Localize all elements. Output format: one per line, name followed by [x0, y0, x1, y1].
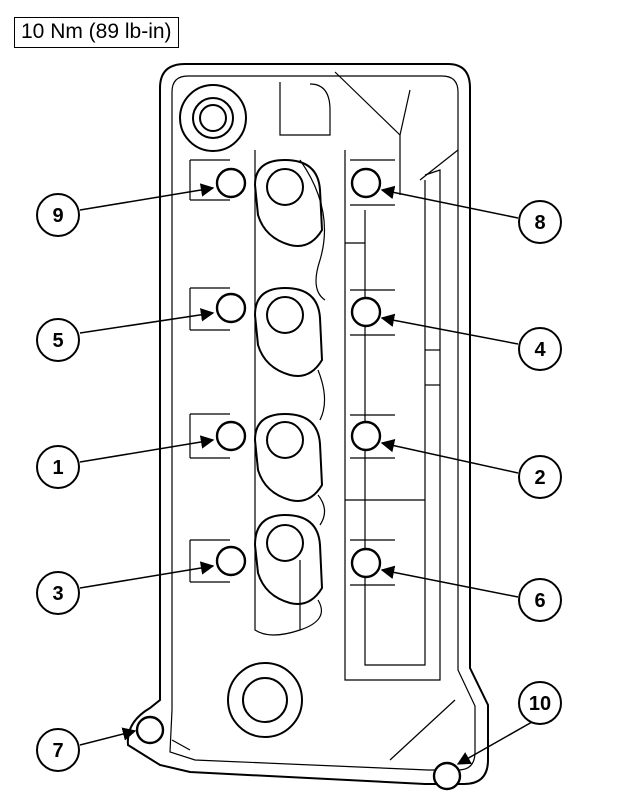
spark-plug-tower: [253, 412, 324, 502]
svg-text:9: 9: [52, 205, 63, 227]
callout-6: 6: [518, 578, 562, 622]
callout-7: 7: [36, 728, 80, 772]
callout-8: 8: [518, 200, 562, 244]
bolt-10: [432, 761, 462, 791]
callout-circles: 9 5 1 3 7 8 4 2 6 10: [36, 193, 562, 772]
bolt-2: [350, 414, 395, 459]
svg-text:1: 1: [52, 457, 63, 479]
svg-text:2: 2: [534, 467, 545, 489]
leader-3: [79, 561, 215, 589]
leader-10: [456, 721, 533, 765]
svg-text:6: 6: [534, 590, 545, 612]
spark-plug-towers: [253, 158, 326, 631]
callout-leaders: [79, 183, 533, 765]
callout-9: 9: [36, 193, 80, 237]
bolt-4: [350, 289, 395, 336]
callout-5: 5: [36, 318, 80, 362]
leader-7: [79, 727, 137, 746]
valve-cover-outline: [126, 63, 489, 785]
bolt-9: [189, 159, 247, 201]
spark-plug-tower: [253, 286, 324, 377]
leader-4: [380, 313, 519, 345]
svg-text:10: 10: [529, 693, 551, 715]
cover-bolts: [135, 159, 462, 791]
leader-6: [380, 565, 519, 598]
bolt-7: [135, 715, 165, 745]
bolt-6: [350, 539, 395, 586]
callout-4: 4: [518, 327, 562, 371]
leader-2: [380, 439, 519, 474]
bolt-1: [189, 413, 247, 459]
svg-text:3: 3: [52, 583, 63, 605]
svg-text:8: 8: [534, 212, 545, 234]
svg-text:7: 7: [52, 740, 63, 762]
leader-9: [79, 183, 215, 211]
oil-filler-cap: [179, 84, 247, 152]
callout-3: 3: [36, 571, 80, 615]
callout-1: 1: [36, 445, 80, 489]
leader-1: [79, 435, 215, 463]
svg-text:4: 4: [534, 339, 546, 361]
spark-plug-tower: [253, 513, 324, 605]
bolt-8: [350, 159, 395, 206]
torque-spec-label: 10 Nm (89 lb-in): [14, 17, 179, 48]
svg-text:5: 5: [52, 330, 63, 352]
bolt-3: [189, 539, 247, 583]
callout-10: 10: [518, 681, 562, 725]
leader-8: [380, 185, 519, 219]
callout-2: 2: [518, 455, 562, 499]
leader-5: [79, 308, 215, 334]
spark-plug-tower: [253, 158, 324, 247]
breather-boss: [227, 662, 303, 738]
bolt-5: [189, 287, 247, 331]
